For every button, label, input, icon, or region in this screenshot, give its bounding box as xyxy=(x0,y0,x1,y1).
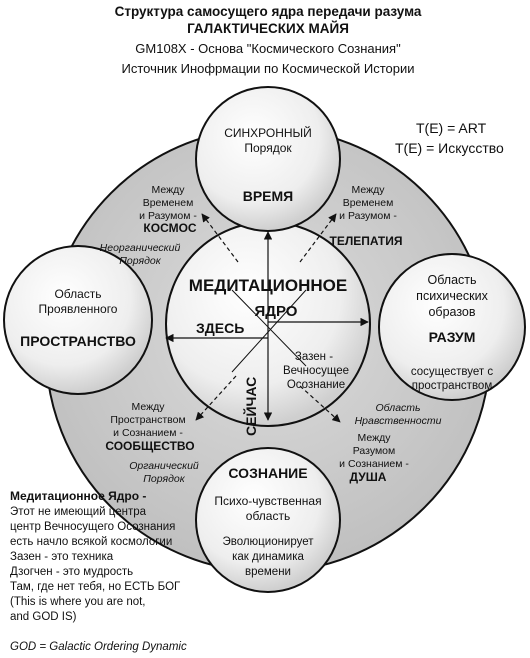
telepathy-line-1: Между xyxy=(352,184,386,196)
mind-line-4: сосуществует с xyxy=(411,366,493,378)
footnote-line-7: (This is where you are not, xyxy=(10,596,146,608)
organic-order-1: Органический xyxy=(129,460,199,472)
arrow-community xyxy=(195,375,237,421)
community-line-1: Между xyxy=(132,401,166,413)
cosmos-line-1: Между xyxy=(152,184,186,196)
cosmos-line-3: и Разумом - xyxy=(139,210,197,222)
space-line-2: Проявленного xyxy=(39,302,118,316)
consciousness-line-5: времени xyxy=(245,566,291,578)
cosmos-line-2: Временем xyxy=(143,197,194,209)
mind-circle xyxy=(378,253,526,401)
footnote-line-8: and GOD IS) xyxy=(10,611,77,623)
mind-title: РАЗУМ xyxy=(429,329,476,345)
footnote-line-2: центр Вечносущего Осознания xyxy=(10,521,175,533)
consciousness-line-3: Эволюционирует xyxy=(222,536,314,548)
soul-title: ДУША xyxy=(350,470,387,484)
organic-order-2: Порядок xyxy=(143,473,185,485)
mind-line-2: психических xyxy=(416,289,488,303)
header-line-1: Структура самосущего ядра передачи разум… xyxy=(115,4,422,19)
community-line-2: Пространством xyxy=(110,414,185,426)
space-line-1: Область xyxy=(54,287,101,301)
core-title-2: ЯДРО xyxy=(255,303,298,320)
footnote-god: GOD = Galactic Ordering Dynamic xyxy=(10,641,187,653)
telepathy-title: ТЕЛЕПАТИЯ xyxy=(329,234,402,248)
formula-line-1: T(E) = ART xyxy=(416,120,487,136)
time-circle xyxy=(195,86,341,232)
morality-area-2: Нравственности xyxy=(355,415,442,427)
core-now: СЕЙЧАС xyxy=(242,377,259,436)
footnote-line-4: Зазен - это техника xyxy=(10,551,114,563)
telepathy-line-3: и Разумом - xyxy=(339,210,397,222)
mind-line-5: пространством xyxy=(412,380,493,392)
header-line-4: Источник Инофрмации по Космической Истор… xyxy=(122,61,415,76)
core-zazen-1: Зазен - xyxy=(295,351,333,363)
footnote-title: Медитационное Ядро - xyxy=(10,489,146,503)
header-line-2: ГАЛАКТИЧЕСКИХ МАЙЯ xyxy=(187,21,349,36)
cross-line-1 xyxy=(231,289,307,367)
telepathy-line-2: Временем xyxy=(343,197,394,209)
space-circle xyxy=(3,245,153,395)
soul-line-1: Между xyxy=(358,432,392,444)
core-zazen-2: Вечносущее xyxy=(283,365,349,377)
core-here: ЗДЕСЬ xyxy=(196,320,244,336)
consciousness-title: СОЗНАНИЕ xyxy=(228,465,307,481)
soul-line-3: и Сознанием - xyxy=(339,458,409,470)
morality-area-1: Область xyxy=(375,402,420,414)
footnote-line-5: Дзогчен - это мудрость xyxy=(10,566,133,578)
footnote-line-3: есть начло всякой космологии xyxy=(10,536,172,548)
consciousness-line-4: как динамика xyxy=(232,551,304,563)
consciousness-line-2: область xyxy=(246,509,290,523)
inorganic-order-2: Порядок xyxy=(119,255,161,267)
space-title: ПРОСТРАНСТВО xyxy=(20,333,136,349)
consciousness-line-1: Психо-чувственная xyxy=(214,494,321,508)
arrow-soul xyxy=(299,385,341,423)
community-title: СООБЩЕСТВО xyxy=(105,439,194,453)
inorganic-order-1: Неорганический xyxy=(100,242,181,254)
time-line-2: Порядок xyxy=(244,141,292,155)
arrow-cosmos xyxy=(201,213,239,263)
formula-line-2: T(E) = Искусство xyxy=(395,140,504,156)
mind-line-3: образов xyxy=(428,305,475,319)
arrow-telepathy xyxy=(299,213,337,263)
cosmos-title: КОСМОС xyxy=(143,221,196,235)
consciousness-circle xyxy=(195,447,341,593)
footnote-line-1: Этот не имеющий центра xyxy=(10,506,147,518)
cross-line-2 xyxy=(231,289,307,373)
header-line-3: GM108X - Основа "Космического Сознания" xyxy=(135,41,401,56)
core-title-1: МЕДИТАЦИОННОЕ xyxy=(189,276,347,295)
core-zazen-3: Осознание xyxy=(287,379,345,391)
mind-line-1: Область xyxy=(427,273,476,287)
time-title: ВРЕМЯ xyxy=(243,188,294,204)
community-line-3: и Сознанием - xyxy=(113,427,183,439)
soul-line-2: Разумом xyxy=(353,445,395,457)
footnote-line-6: Там, где нет тебя, но ЕСТЬ БОГ xyxy=(10,581,181,593)
time-line-1: СИНХРОННЫЙ xyxy=(224,125,312,140)
